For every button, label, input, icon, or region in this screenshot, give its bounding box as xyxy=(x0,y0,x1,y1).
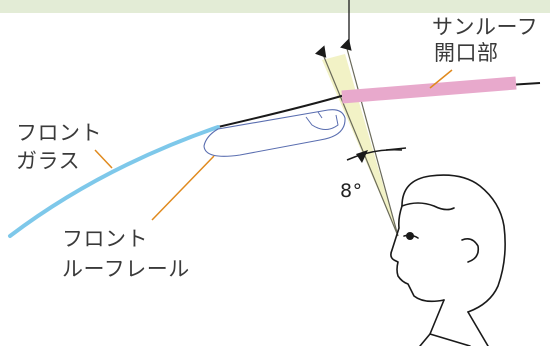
angle-arrow-left xyxy=(356,150,368,163)
label-view-angle: 8° xyxy=(340,180,363,202)
front-roof-rail xyxy=(203,109,346,157)
roof-line xyxy=(217,82,541,128)
rail-detail-small xyxy=(317,111,323,119)
header-band xyxy=(0,0,550,13)
driver-eye xyxy=(406,232,414,240)
leader-front-glass xyxy=(94,149,113,169)
arrow-head-upper xyxy=(314,45,327,58)
leader-sunroof xyxy=(429,69,453,89)
label-sunroof-line2: 開口部 xyxy=(434,41,499,65)
angle-arc xyxy=(346,148,403,161)
sight-line-upper xyxy=(321,51,399,237)
label-front-rail-line1: フロント xyxy=(62,227,148,251)
leader-front-rail xyxy=(151,155,215,221)
arrow-head-lower xyxy=(340,38,352,51)
rail-detail xyxy=(305,114,339,130)
label-front-glass-line1: フロント xyxy=(16,121,102,145)
angle-tick-right xyxy=(385,147,407,151)
label-front-glass-line2: ガラス xyxy=(16,149,81,173)
label-front-rail-line2: ルーフレール xyxy=(62,257,190,281)
driver-head xyxy=(390,174,506,346)
sight-line-lower xyxy=(345,44,399,237)
label-sunroof-line1: サンルーフ xyxy=(432,15,539,39)
sunroof-opening xyxy=(341,76,517,104)
front-glass xyxy=(8,125,220,238)
